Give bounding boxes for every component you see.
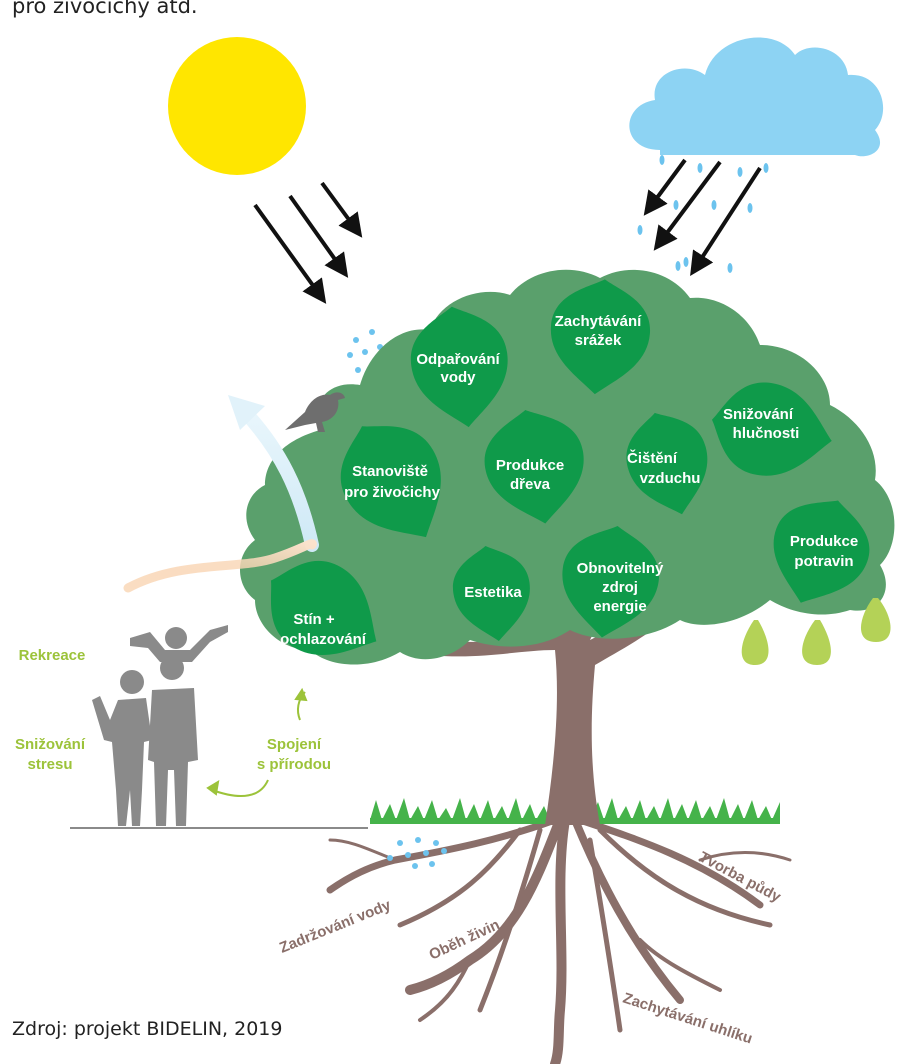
source-note: Zdroj: projekt BIDELIN, 2019 xyxy=(12,1018,283,1040)
sun xyxy=(168,37,306,175)
label-estetika: Estetika xyxy=(464,584,522,601)
bird xyxy=(285,392,345,432)
rising-air-arrowhead xyxy=(228,395,265,430)
label-tvorba-pudy: Tvorba půdy xyxy=(696,849,784,907)
people xyxy=(92,625,228,826)
label-zadrzovani-vody: Zadržování vody xyxy=(277,896,394,956)
cloud xyxy=(629,37,884,157)
rain-arrows xyxy=(643,158,762,277)
rising-air-arrow xyxy=(238,405,319,552)
warm-air-curve xyxy=(123,539,317,593)
grass-blades xyxy=(370,798,780,820)
sun-rays xyxy=(253,181,363,304)
rain-drops xyxy=(637,155,769,273)
label-zachytavani-uhliku: Zachytávání uhlíku xyxy=(621,990,755,1048)
label-stin: Stín +ochlazování xyxy=(280,611,367,648)
label-rekreace: Rekreace xyxy=(19,647,86,664)
pears xyxy=(741,598,891,665)
root-water-dots xyxy=(387,837,447,869)
connection-arrows xyxy=(206,687,308,797)
header-text-fragment: pro živočichy atd. xyxy=(12,0,198,18)
